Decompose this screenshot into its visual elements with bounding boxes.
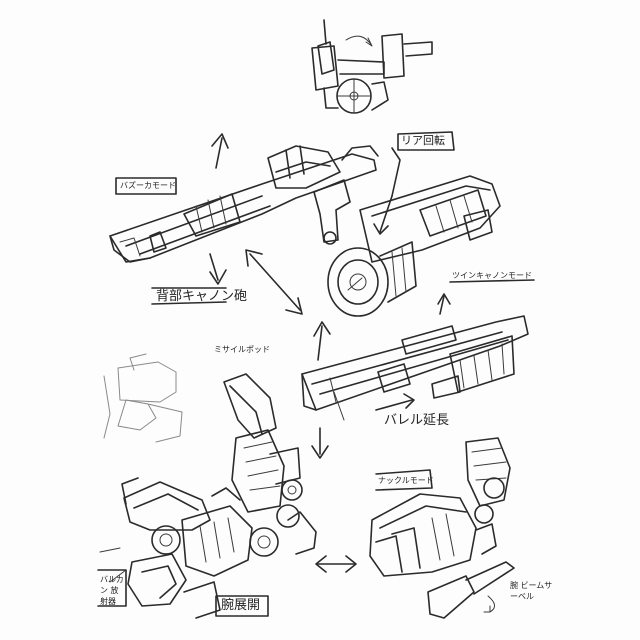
label-arm-deployment: 腕展開 — [221, 598, 261, 613]
label-knuckle-mode: ナックルモード — [378, 476, 434, 485]
label-rear-rotation: リア回転 — [401, 134, 445, 147]
transform-arrows-top — [209, 133, 401, 315]
label-twin-cannon-mode: ツインキャノンモード — [452, 271, 532, 280]
label-missile-pod: ミサイルポッド — [214, 345, 270, 354]
missile-pod-arm-sketch — [223, 373, 317, 555]
callout-lines — [97, 131, 535, 617]
transform-arrows-middle — [311, 321, 415, 459]
transform-arrow-bottom — [315, 555, 357, 573]
label-arm-beam-saber: 腕 ビームサーベル — [510, 581, 553, 601]
label-vulcan-launcher: バルカン 放射器 — [100, 575, 124, 606]
bazooka-mode-sketch — [109, 145, 379, 263]
missile-pod-outline-sketch — [103, 353, 183, 443]
label-barrel-extension: バレル延長 — [384, 413, 450, 428]
label-bazooka-mode: バズーカモード — [120, 181, 176, 190]
back-cannon-sketch — [327, 175, 501, 317]
knuckle-mode-sketch — [369, 437, 515, 619]
twin-cannon-mode-sketch — [301, 293, 529, 421]
rotation-mechanism-sketch — [311, 19, 433, 114]
label-back-cannon: 背部キャノン砲 — [156, 289, 248, 304]
